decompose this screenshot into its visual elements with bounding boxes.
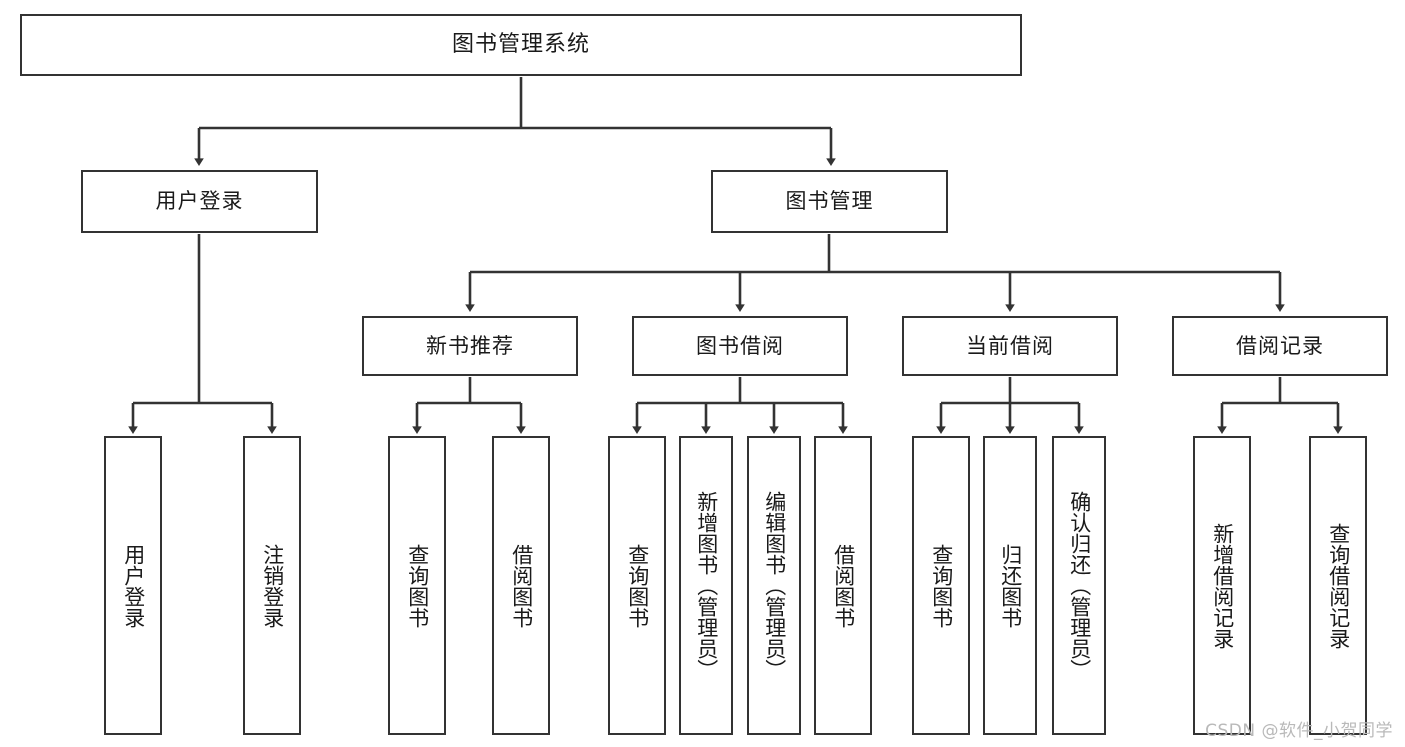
leaf-label: 查询图书	[929, 543, 954, 628]
leaf-query-borrow-record[interactable]: 查询借阅记录	[1309, 436, 1367, 735]
watermark-text: CSDN @软件_小贺同学	[1205, 721, 1393, 741]
leaf-borrow-book[interactable]: 借阅图书	[814, 436, 872, 735]
leaf-label: 查询图书	[625, 543, 650, 628]
leaf-label: 查询图书	[405, 543, 430, 628]
leaf-add-borrow-record[interactable]: 新增借阅记录	[1193, 436, 1251, 735]
leaf-label: 用户登录	[121, 543, 146, 628]
node-new-book-recommend[interactable]: 新书推荐	[362, 316, 578, 376]
node-borrow-record[interactable]: 借阅记录	[1172, 316, 1388, 376]
node-book-borrow[interactable]: 图书借阅	[632, 316, 848, 376]
leaf-label: 归还图书	[998, 543, 1023, 628]
node-user-login[interactable]: 用户登录	[81, 170, 318, 233]
node-root-system[interactable]: 图书管理系统	[20, 14, 1022, 76]
node-book-management[interactable]: 图书管理	[711, 170, 948, 233]
leaf-label: 借阅图书	[831, 543, 856, 628]
leaf-borrow-book-recommend[interactable]: 借阅图书	[492, 436, 550, 735]
leaf-add-book-admin[interactable]: 新增图书（管理员）	[679, 436, 733, 735]
leaf-user-login[interactable]: 用户登录	[104, 436, 162, 735]
leaf-edit-book-admin[interactable]: 编辑图书（管理员）	[747, 436, 801, 735]
leaf-return-book[interactable]: 归还图书	[983, 436, 1037, 735]
leaf-label: 借阅图书	[509, 543, 534, 628]
leaf-query-book-recommend[interactable]: 查询图书	[388, 436, 446, 735]
leaf-label: 编辑图书（管理员）	[762, 491, 787, 680]
leaf-label: 注销登录	[260, 543, 285, 628]
node-current-borrow[interactable]: 当前借阅	[902, 316, 1118, 376]
leaf-label: 新增借阅记录	[1210, 522, 1235, 649]
leaf-query-book-current[interactable]: 查询图书	[912, 436, 970, 735]
leaf-logout[interactable]: 注销登录	[243, 436, 301, 735]
leaf-label: 查询借阅记录	[1326, 522, 1351, 649]
leaf-label: 确认归还（管理员）	[1067, 491, 1092, 680]
leaf-query-book-borrow[interactable]: 查询图书	[608, 436, 666, 735]
leaf-label: 新增图书（管理员）	[694, 491, 719, 680]
leaf-confirm-return-admin[interactable]: 确认归还（管理员）	[1052, 436, 1106, 735]
